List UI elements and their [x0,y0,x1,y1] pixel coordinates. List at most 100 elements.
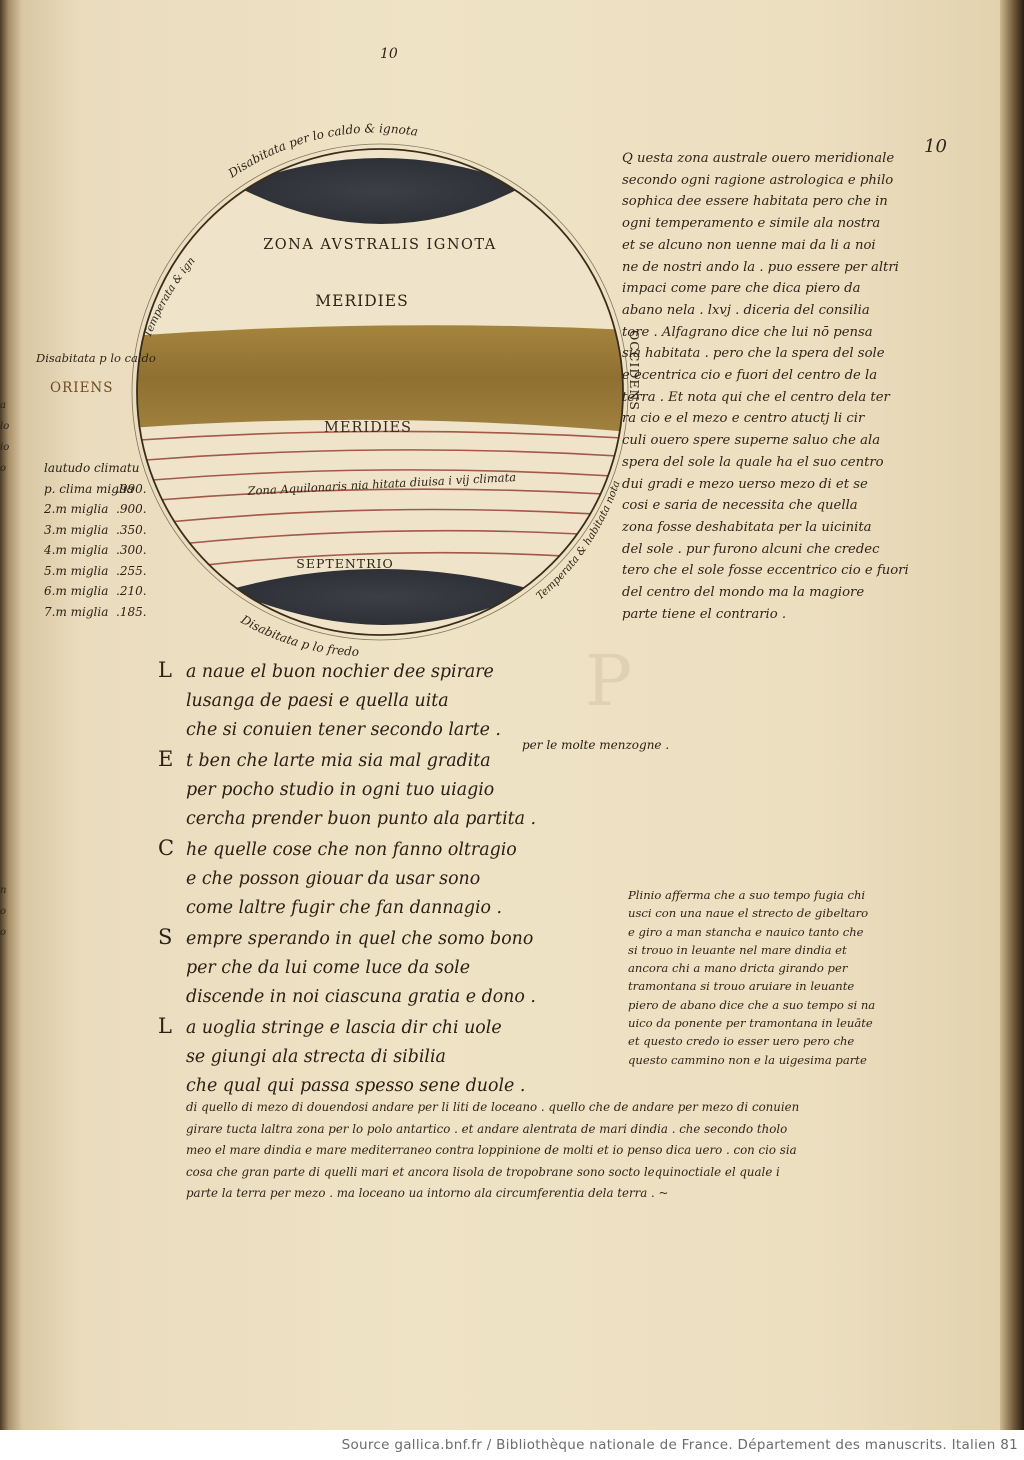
verse-text: empre sperando in quel che somo bono [186,929,534,949]
commentary-line: impaci come pare che dica piero da [622,281,861,297]
verse-text: per che da lui come luce da sole [186,958,471,978]
verse-text: a naue el buon nochier dee spirare [186,662,494,682]
commentary-line: ogni temperamento e simile ala nostra [622,216,881,232]
commentary-line: et questo credo io esser uero pero che [628,1034,855,1049]
commentary-line: girare tucta laltra zona per lo polo ant… [186,1121,788,1136]
verse-text: se giungi ala strecta di sibilia [186,1047,446,1067]
torrid-gold-band [137,325,623,432]
commentary-line: piero de abano dice che a suo tempo si n… [628,997,876,1012]
commentary-line: del sole . pur furono alcuni che credec [622,541,880,557]
latitude-row: 6.m miglia.210. [44,584,147,598]
latitude-row: 7.m miglia.185. [44,604,147,619]
latitude-row: 5.m miglia.255. [44,563,147,578]
verse-line: come laltre fugir che fan dannagio . [158,894,536,923]
diagram-labels: Disabitata per lo caldo & ignota Tempera… [0,0,623,659]
commentary-line: tore . Alfagrano dice che lui nō pensa [622,324,873,340]
verse-line: per che da lui come luce da sole [158,954,536,983]
commentary-line: sia habitata . pero che la spera del sol… [622,346,885,362]
verse-text: he quelle cose che non fanno oltragio [186,840,517,860]
facing-page-edge [0,0,22,1430]
commentary-middle: Plinio afferma che a suo tempo fugia chi… [628,886,918,1069]
verse-initial: E [158,747,174,771]
verse-initial: L [158,658,172,682]
commentary-line: ancora chi a mano dricta girando per [628,961,848,976]
torrid-south-zone [236,158,524,224]
commentary-line: abano nela . lxvj . diceria del consilia [622,302,870,318]
verse-line: discende in noi ciascuna gratia e dono . [158,983,536,1012]
interlinear-gloss: per le molte menzogne . [522,738,670,752]
svg-text:Disabitata p lo fredo: Disabitata p lo fredo [238,612,360,659]
verse-text: lusanga de paesi e quella uita [186,691,449,711]
arc-label-top: Disabitata per lo caldo & ignota [225,121,419,181]
commentary-line: et se alcuno non uenne mai da li a noi [622,237,876,253]
septentrio-label: SEPTENTRIO [296,556,393,571]
commentary-line: cosa che gran parte di quelli mari et an… [186,1164,780,1179]
commentary-line: tero che el sole fosse eccentrico cio e … [622,563,909,579]
zona-aquilonaris-label: Zona Aquilonaris nia hitata diuisa i vij… [246,470,516,498]
oriens-note: Disabitata p lo caldo [35,351,156,365]
verse-line: e che posson giouar da usar sono [158,865,536,894]
frigid-north-zone [228,569,534,625]
latitude-row: p. clima miglia.990. [44,481,147,496]
zone-diagram [131,143,629,641]
commentary-line: sophica dee essere habitata pero che in [622,194,888,210]
latitude-row: 3.m miglia.350. [44,522,147,537]
verse-initial: S [158,925,173,949]
verse-initial: L [158,1014,172,1038]
svg-text:Disabitata per lo caldo & igno: Disabitata per lo caldo & ignota [225,121,419,181]
verse-text: come laltre fugir che fan dannagio . [186,898,503,918]
meridies-lower-label: MERIDIES [324,420,412,436]
latitude-heading: lautudo climatu [44,461,140,475]
oriens-label: ORIENS [50,380,113,396]
commentary-line: cosi e saria de necessita che quella [622,498,858,514]
verse-line: che si conuien tener secondo larte . [158,716,536,745]
arc-label-left: Temperata & ignota [0,0,198,339]
verse-initial: C [158,836,175,860]
commentary-line: dui gradi e mezo uerso mezo di et se [622,476,868,492]
verse-text: e che posson giouar da usar sono [186,869,481,889]
commentary-bottom: di quello di mezo di douendosi andare pe… [186,1097,926,1205]
commentary-line: ra cio e el mezo e centro atuctj li cir [622,411,865,427]
verse-line: se giungi ala strecta di sibilia [158,1043,536,1072]
verse-text: che si conuien tener secondo larte . [186,720,501,740]
commentary-line: usci con una naue el strecto de gibeltar… [628,906,869,921]
folio-number-right: 10 [924,136,947,157]
commentary-line: uico da ponente per tramontana in leuāte [628,1016,873,1031]
arc-label-bottom: Disabitata p lo fredo [238,612,360,659]
svg-text:Temperata & habitata nota: Temperata & habitata nota [534,479,623,602]
verse-text: che qual qui passa spesso sene duole . [186,1076,526,1096]
verse-text: per pocho studio in ogni tuo uiagio [186,780,495,800]
commentary-line: parte la terra per mezo . ma loceano ua … [186,1186,669,1200]
commentary-line: e ecentrica cio e fuori del centro de la [622,368,878,384]
svg-text:Temperata & ignota: Temperata & ignota [0,0,198,339]
commentary-line: di quello di mezo di douendosi andare pe… [186,1100,800,1114]
commentary-line: zona fosse deshabitata per la uicinita [622,519,872,535]
commentary-line: Plinio afferma che a suo tempo fugia chi [628,888,866,902]
verse-line: cercha prender buon punto ala partita . [158,805,536,834]
commentary-line: ne de nostri ando la . puo essere per al… [622,259,899,275]
show-through-letter: P [585,640,633,722]
folio-number-top: 10 [380,46,398,62]
commentary-line: parte tiene el contrario . [622,606,787,622]
arc-label-right: Temperata & habitata nota [534,479,623,602]
commentary-line: e giro a man stancha e nauico tanto che [628,924,864,939]
verse-text: cercha prender buon punto ala partita . [186,809,537,829]
commentary-line: terra . Et nota qui che el centro dela t… [622,389,890,405]
verse-text: a uoglia stringe e lascia dir chi uole [186,1018,502,1038]
commentary-line: meo el mare dindia e mare mediterraneo c… [186,1143,797,1157]
meridies-upper-label: MERIDIES [315,292,408,310]
latitude-table: lautudo climatu p. clima miglia.990. 2.m… [44,458,147,622]
commentary-line: si trouo in leuante nel mare dindia et [628,942,847,957]
verse-line: per pocho studio in ogni tuo uiagio [158,776,536,805]
latitude-row: 4.m miglia.300. [44,543,147,557]
verse-line: che qual qui passa spesso sene duole . [158,1072,536,1101]
zona-australis-label: ZONA AVSTRALIS IGNOTA [263,237,497,253]
verse-line: lusanga de paesi e quella uita [158,687,536,716]
